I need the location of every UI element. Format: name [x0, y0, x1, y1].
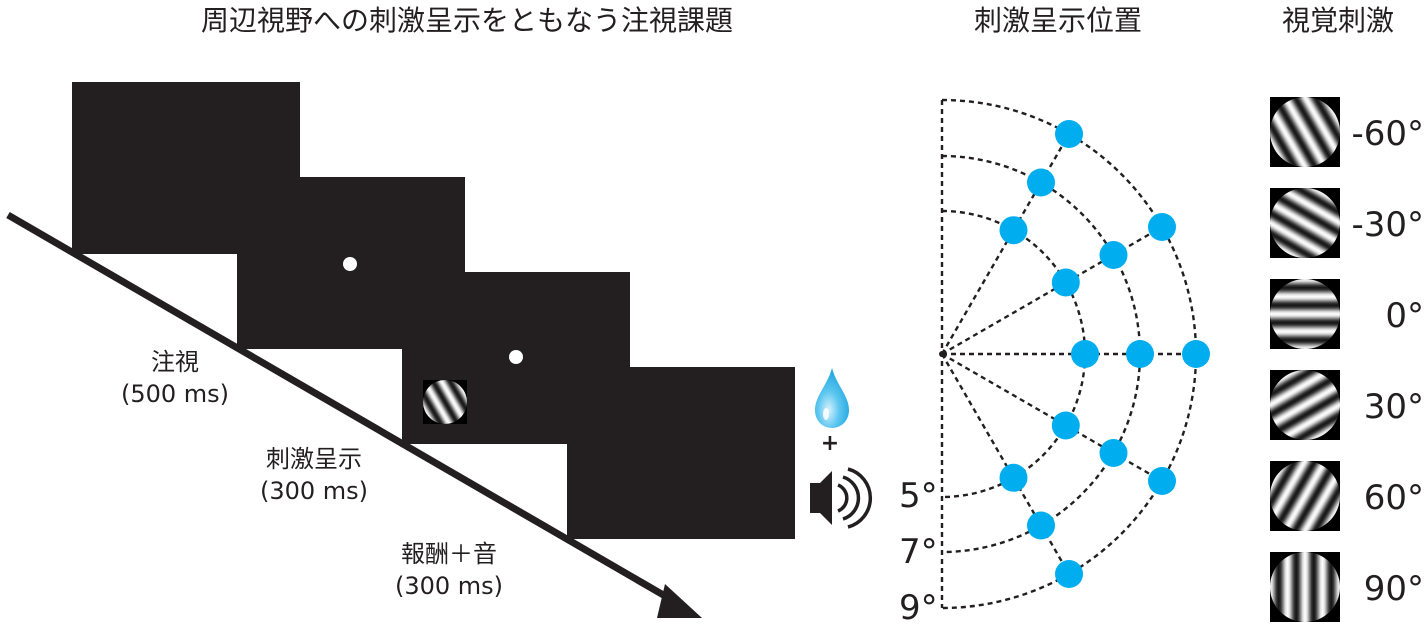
- grating-stimulus: -60°: [1270, 97, 1424, 167]
- grating-stimulus: 0°: [1270, 279, 1424, 349]
- reward-icons: +: [810, 368, 873, 529]
- fixation-dot: [509, 350, 523, 364]
- stimulus-position-dot: [1099, 439, 1128, 467]
- trial-sequence: [72, 82, 795, 539]
- phase-name: 注視: [151, 348, 199, 376]
- task-title: 周辺視野への刺激呈示をともなう注視課題: [201, 4, 733, 37]
- phase-duration: (300 ms): [260, 477, 368, 505]
- grating-stimulus: 30°: [1270, 370, 1424, 440]
- phase-labels: 注視 (500 ms) 刺激呈示 (300 ms) 報酬＋音 (300 ms): [121, 348, 503, 600]
- water-drop-icon: [815, 368, 849, 428]
- stimulus-patch: [423, 380, 467, 424]
- stimulus-position-dot: [1027, 168, 1055, 197]
- stimulus-positions: [999, 120, 1210, 588]
- stimulus-position-dot: [1148, 467, 1176, 495]
- time-arrow: [6, 211, 702, 618]
- stimulus-position-dot: [1051, 268, 1080, 297]
- grating-stimulus: 60°: [1270, 461, 1424, 531]
- polar-grid: [940, 98, 1198, 610]
- fixation-dot: [343, 257, 357, 271]
- grating-stimuli: -60° -30° 0° 30° 60° 90°: [1270, 97, 1424, 622]
- stimulus-position-dot: [1055, 120, 1083, 148]
- stimulus-position-dot: [999, 216, 1028, 245]
- stimulus-position-dot: [1182, 340, 1210, 368]
- stimulus-position-dot: [1071, 340, 1099, 368]
- eccentricity-label: 5°: [899, 476, 938, 516]
- orientation-label: 60°: [1364, 478, 1424, 518]
- phase-duration: (300 ms): [395, 572, 503, 600]
- stimulus-position-dot: [1126, 340, 1154, 368]
- stimulus-position-dot: [1099, 241, 1128, 269]
- stimulus-position-dot: [999, 463, 1028, 492]
- orientation-label: 90°: [1364, 569, 1424, 609]
- eccentricity-label: 7°: [899, 532, 938, 572]
- phase-name: 刺激呈示: [266, 445, 362, 473]
- stimulus-position-dot: [1027, 511, 1055, 540]
- plus-sign: +: [821, 431, 839, 456]
- phase-duration: (500 ms): [121, 380, 229, 408]
- stimulus-position-dot: [1148, 213, 1176, 241]
- orientation-label: 0°: [1385, 296, 1424, 336]
- orientation-label: 30°: [1364, 387, 1424, 427]
- grating-stimulus: -30°: [1270, 188, 1424, 258]
- stimuli-title: 視覚刺激: [1282, 4, 1394, 37]
- eccentricity-label: 9°: [899, 588, 938, 624]
- positions-title: 刺激呈示位置: [974, 4, 1142, 37]
- grating-stimulus: 90°: [1270, 552, 1424, 622]
- orientation-label: -60°: [1351, 114, 1424, 154]
- speaker-icon: [810, 467, 873, 529]
- origin-point: [939, 351, 945, 357]
- stimulus-position-dot: [1051, 411, 1080, 440]
- screen-reward: [567, 367, 795, 539]
- orientation-label: -30°: [1351, 205, 1424, 245]
- phase-name: 報酬＋音: [401, 540, 497, 568]
- stimulus-position-dot: [1055, 560, 1083, 588]
- stimulus-position-diagram: [939, 98, 1210, 610]
